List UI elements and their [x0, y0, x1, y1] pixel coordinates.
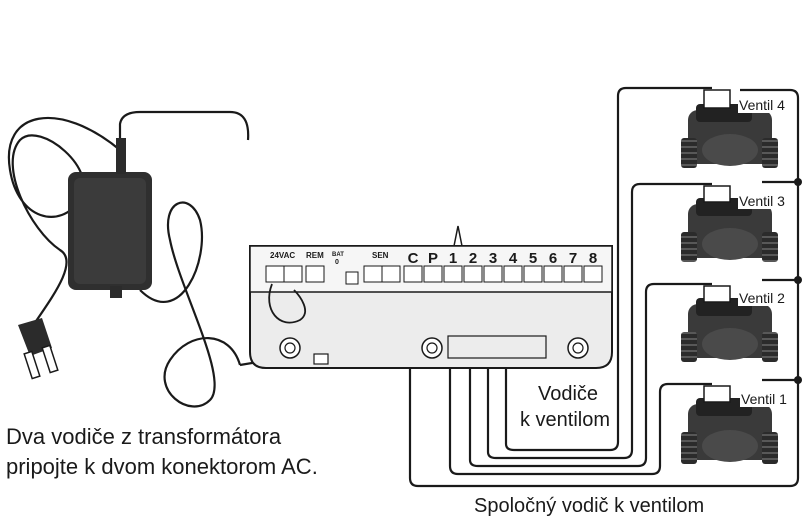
- common-wire: [408, 88, 800, 488]
- terminal-label: 7: [569, 250, 577, 267]
- valve-3: [681, 185, 778, 262]
- label-24vac: 24VAC: [270, 251, 295, 260]
- terminal-screws: [265, 265, 603, 285]
- transformer-cable-coil-right: [139, 201, 242, 408]
- station-3-wire: [486, 182, 712, 460]
- valve-1: [681, 385, 778, 464]
- terminal-label: 6: [549, 250, 557, 267]
- valve-2-label: Ventil 2: [738, 290, 786, 306]
- terminal-label: P: [428, 250, 438, 267]
- controller-group-labels: 24VAC REM BAT 0 SEN: [270, 251, 389, 266]
- valve-4: [681, 89, 778, 168]
- terminal-label: 5: [529, 250, 537, 267]
- station-1-wire: [448, 300, 712, 476]
- valve-4-label: Ventil 4: [738, 97, 786, 113]
- label-bat-value: 0: [335, 259, 339, 266]
- label-rem: REM: [306, 251, 324, 260]
- terminal-label: 8: [589, 250, 597, 267]
- junction-dots: [794, 178, 802, 384]
- terminal-label: 1: [449, 250, 457, 267]
- transformer-cable-upper: [118, 110, 250, 150]
- junction-dot: [794, 376, 802, 384]
- power-plug: [18, 318, 59, 380]
- station-2-wire: [468, 282, 712, 468]
- station-4-wire: [504, 86, 712, 452]
- terminal-labels: C P 1 2 3 4 5 6 7 8: [408, 250, 598, 267]
- terminal-label: 4: [509, 250, 518, 267]
- common-wire-label: Spoločný vodič k ventilom: [474, 495, 705, 517]
- valve-2: [681, 285, 778, 362]
- label-bat: BAT: [332, 252, 344, 258]
- junction-dot: [794, 276, 802, 284]
- junction-dot: [794, 178, 802, 186]
- controller: [249, 225, 613, 369]
- valve-3-label: Ventil 3: [738, 193, 786, 209]
- valve-wires-line2: k ventilom: [520, 408, 611, 432]
- valve-wiring: [408, 86, 800, 488]
- terminal-label: C: [408, 250, 419, 267]
- terminal-label: 2: [469, 250, 477, 267]
- transformer-box: [68, 138, 152, 298]
- valve-1-label: Ventil 1: [740, 391, 788, 407]
- transformer-note-line2: pripojte k dvom konektorom AC.: [6, 454, 318, 479]
- transformer-note-line1: Dva vodiče z transformátora: [6, 424, 282, 449]
- transformer-cable-coil-left: [7, 117, 121, 331]
- label-sen: SEN: [372, 251, 389, 260]
- valve-wires-line1: Vodiče: [538, 382, 599, 406]
- terminal-label: 3: [489, 250, 497, 267]
